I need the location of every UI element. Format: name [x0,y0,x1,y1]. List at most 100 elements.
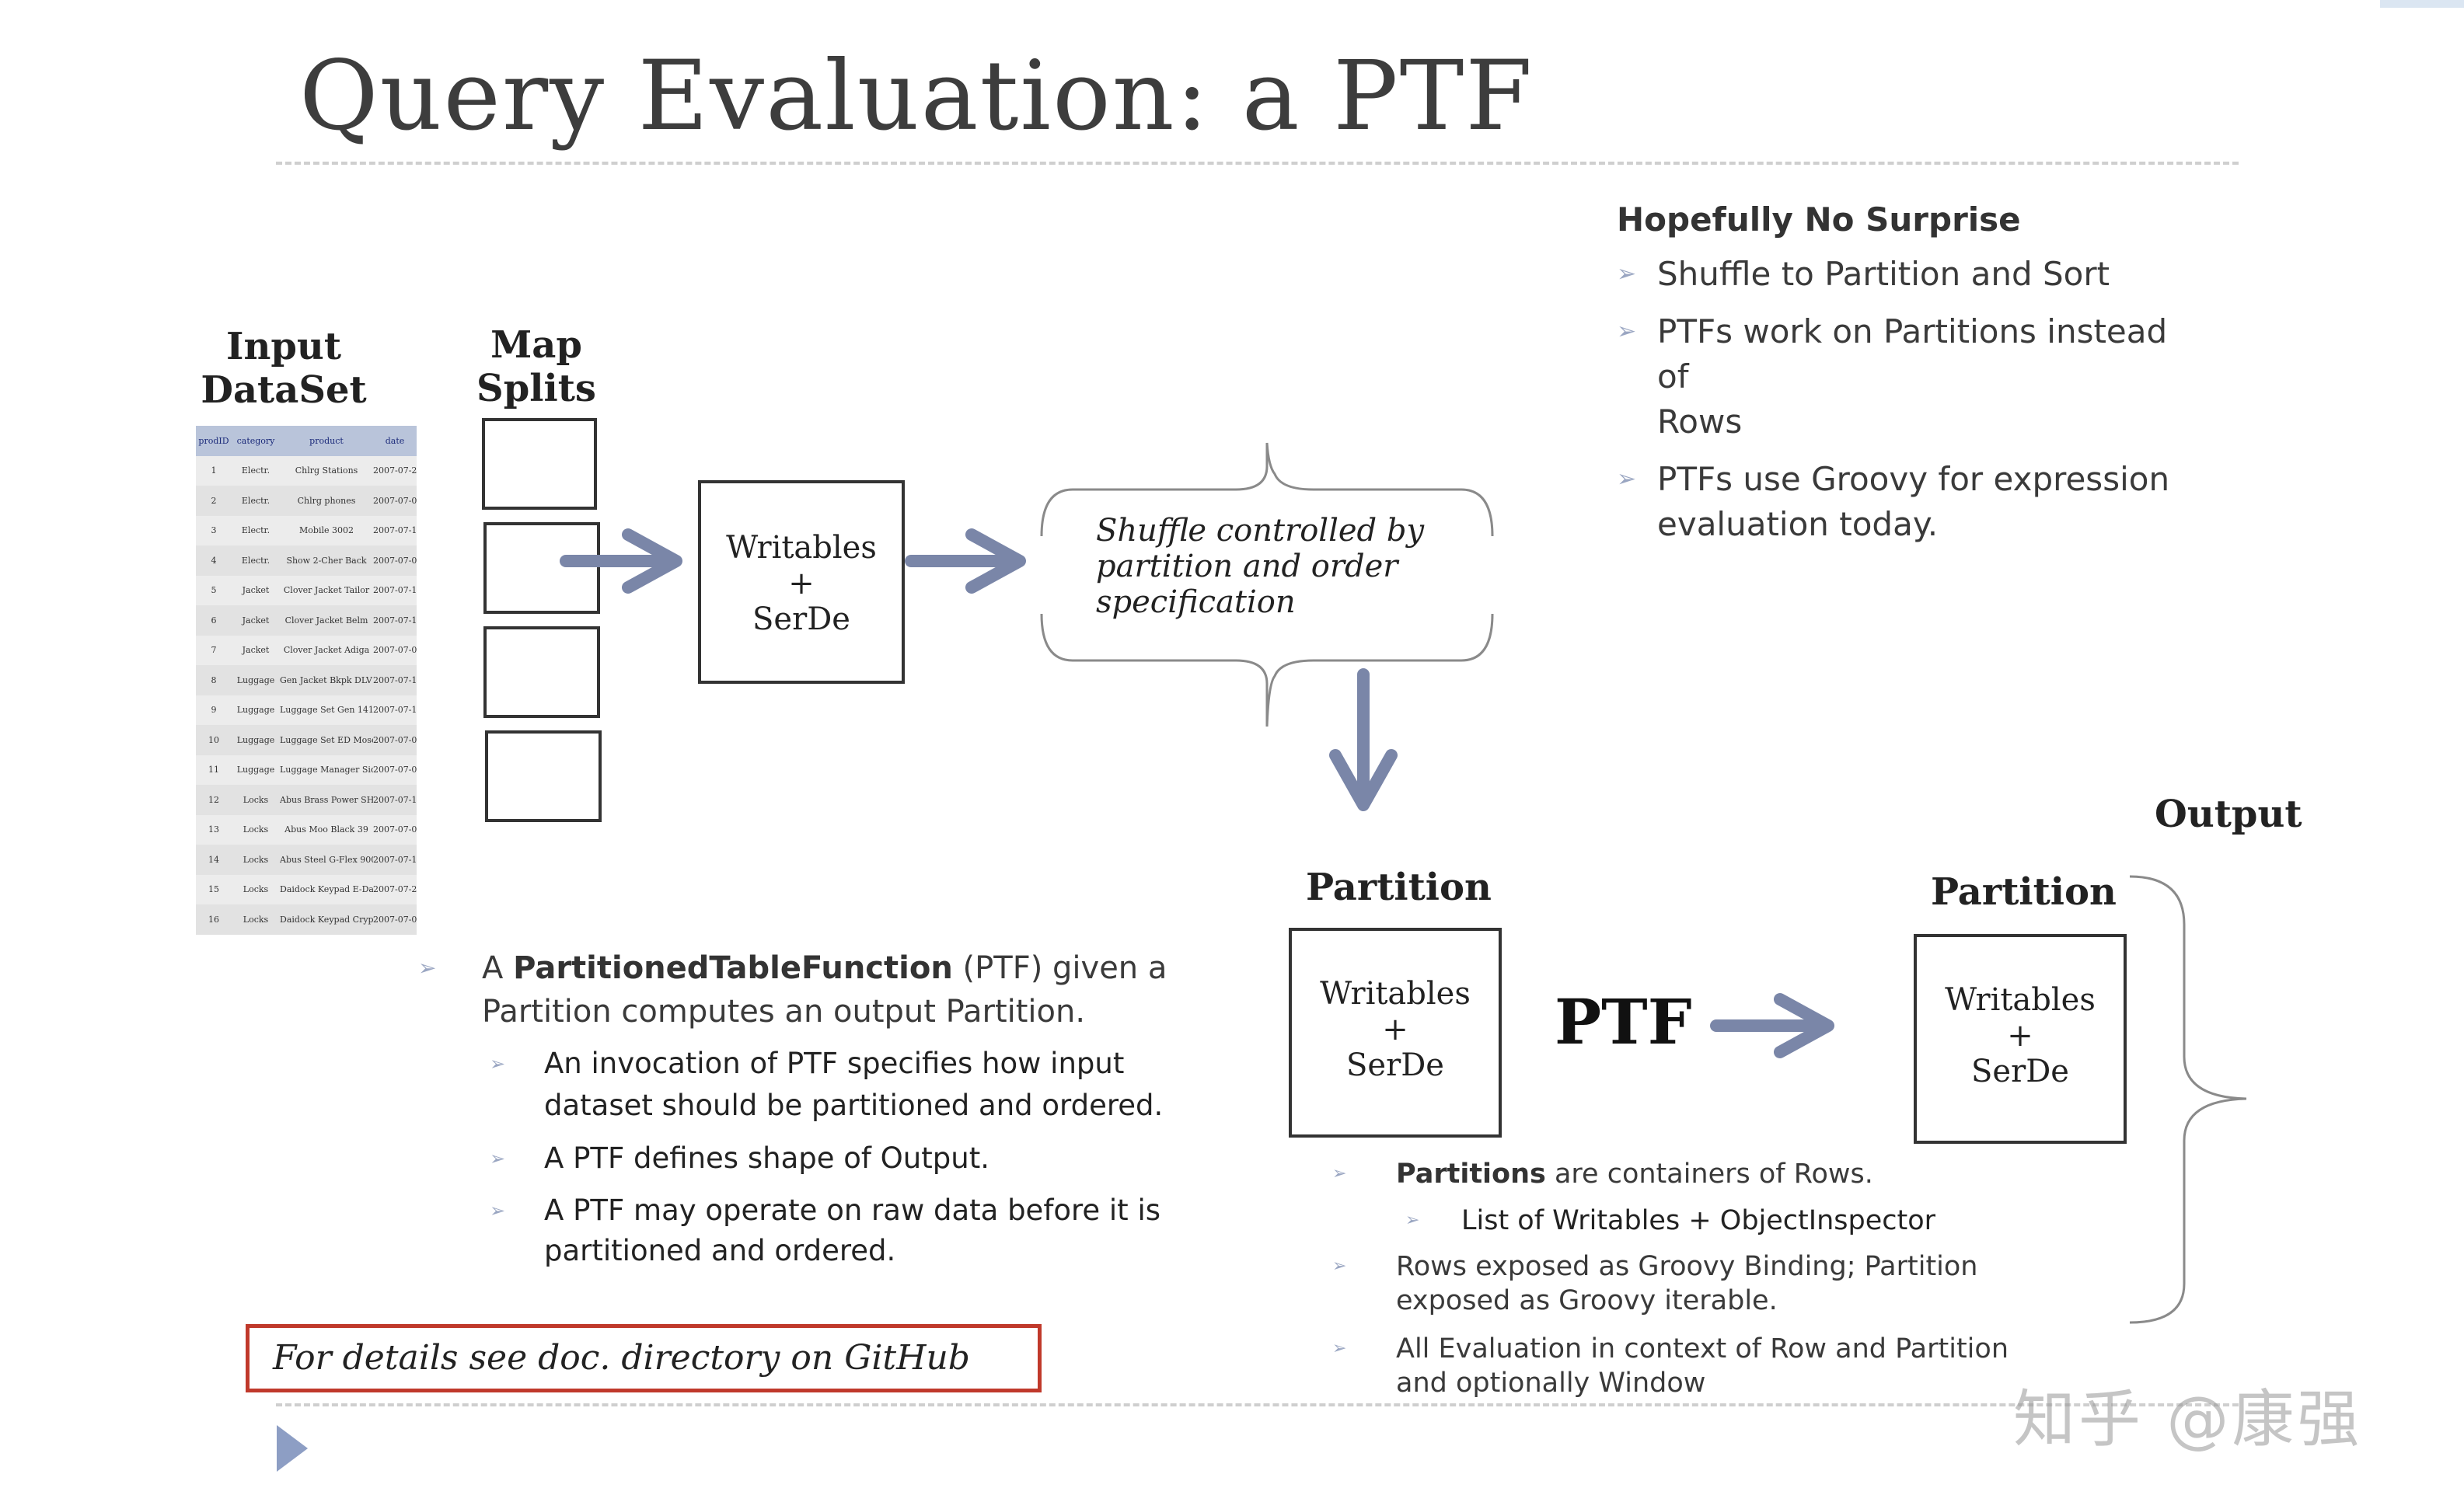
bullet-icon: ➢ [1617,318,1637,345]
table-cell: Luggage Set Gen 1410 [280,705,373,716]
bullet-icon: ➢ [1405,1211,1420,1230]
arrow-icon [622,528,682,594]
table-cell: Gen Jacket Bkpk DLV 800 [280,674,373,685]
map-split-box [483,626,600,718]
table-header-cell: prodID [198,435,229,446]
table-cell: Jacket [242,615,270,626]
notes-item: evaluation today. [1657,505,1939,543]
table-cell: 2007-07-03 [373,495,417,506]
table-cell: Chlrg Stations [295,465,358,476]
table-cell: 2007-07-13 [373,615,417,626]
bullet-icon: ➢ [1332,1164,1347,1183]
arrow-icon [1774,993,1834,1058]
table-cell: 9 [211,705,217,716]
notes-heading: Hopefully No Surprise [1617,200,2021,239]
table-cell: Luggage [236,765,275,775]
table-header-cell: category [236,435,275,446]
table-cell: 2007-07-12 [373,585,417,596]
table-cell: 1 [211,465,217,476]
table-cell: Locks [243,914,269,925]
notes-item: Rows [1657,403,1743,441]
map-split-box [485,730,602,822]
table-cell: 2 [211,495,217,506]
table-cell: Electr. [241,465,270,476]
details-box: For details see doc. directory on GitHub [246,1324,1042,1392]
map-splits-label: Map Splits [476,323,596,410]
table-cell: 8 [211,674,217,685]
table-cell: 4 [211,555,217,566]
table-cell: 13 [208,824,219,835]
top-accent-bar [2380,0,2464,8]
notes-item: PTFs use Groovy for expression [1657,460,2170,498]
table-cell: 2007-07-22 [373,884,417,895]
table-cell: 6 [211,615,217,626]
table-cell: Mobile 3002 [299,525,354,536]
table-cell: 14 [208,854,219,865]
table-cell: 2007-07-11 [373,525,417,536]
table-cell: 2007-07-09 [373,765,417,775]
table-cell: 2007-07-03 [373,914,417,925]
table-cell: Chlrg phones [297,495,356,506]
nav-triangle-icon[interactable] [277,1425,311,1472]
bullet-icon: ➢ [418,955,437,981]
writables-serde-box: Writables + SerDe [698,480,905,684]
shuffle-note: Shuffle controlled by partition and orde… [1096,513,1425,620]
bullet-icon: ➢ [490,1200,506,1221]
table-row: 4 Electr. Show 2-Cher Back 2007-07-04 [196,545,417,576]
table-cell: Show 2-Cher Back [286,555,367,566]
table-cell: 2007-07-12 [373,705,417,716]
bullet-icon: ➢ [490,1148,506,1169]
bullet-icon: ➢ [1617,260,1637,288]
table-row: 1 Electr. Chlrg Stations 2007-07-23 [196,455,417,486]
bullet-icon: ➢ [1332,1339,1347,1358]
table-cell: 3 [211,525,217,536]
bullet-icon: ➢ [490,1053,506,1075]
table-cell: Jacket [242,585,270,596]
shuffle-brace-bottom [1040,613,1494,727]
table-cell: Daidock Keypad E-Dax [280,884,373,895]
title-divider [276,162,2239,165]
table-cell: Electr. [241,525,270,536]
table-header-cell: date [385,435,405,446]
bullet-icon: ➢ [1332,1256,1347,1276]
table-cell: 2007-07-08 [373,645,417,656]
table-cell: 2007-07-16 [373,854,417,865]
table-cell: Abus Moo Black 39 [284,824,368,835]
bottom-divider [276,1403,2239,1406]
output-label: Output [2155,793,2302,836]
table-cell: Locks [243,884,269,895]
table-cell: 2007-07-23 [373,465,417,476]
table-cell: Electr. [241,555,270,566]
table-cell: Locks [243,854,269,865]
table-cell: Locks [243,794,269,805]
table-cell: Clover Jacket Adiga [283,645,370,656]
table-cell: 2007-07-05 [373,734,417,745]
watermark: 知乎 @康强 [2013,1383,2363,1455]
table-cell: 2007-07-06 [373,824,417,835]
table-cell: 2007-07-04 [373,555,417,566]
table-cell: 2007-07-13 [373,794,417,805]
slide-title: Query Evaluation: a PTF [299,40,1534,152]
table-row: 2 Electr. Chlrg phones 2007-07-03 [196,486,417,516]
partition-box-output: Writables + SerDe [1914,934,2127,1144]
table-cell: Luggage Manager Side Case [280,765,373,775]
table-cell: 7 [211,645,217,656]
table-cell: Electr. [241,495,270,506]
table-row: 3 Electr. Mobile 3002 2007-07-11 [196,515,417,545]
notes-panel: Hopefully No Surprise ➢ Shuffle to Parti… [1617,197,2207,547]
partition-label-input: Partition [1306,866,1492,909]
notes-item: PTFs work on Partitions instead of [1657,312,2168,396]
map-split-box [482,418,597,510]
